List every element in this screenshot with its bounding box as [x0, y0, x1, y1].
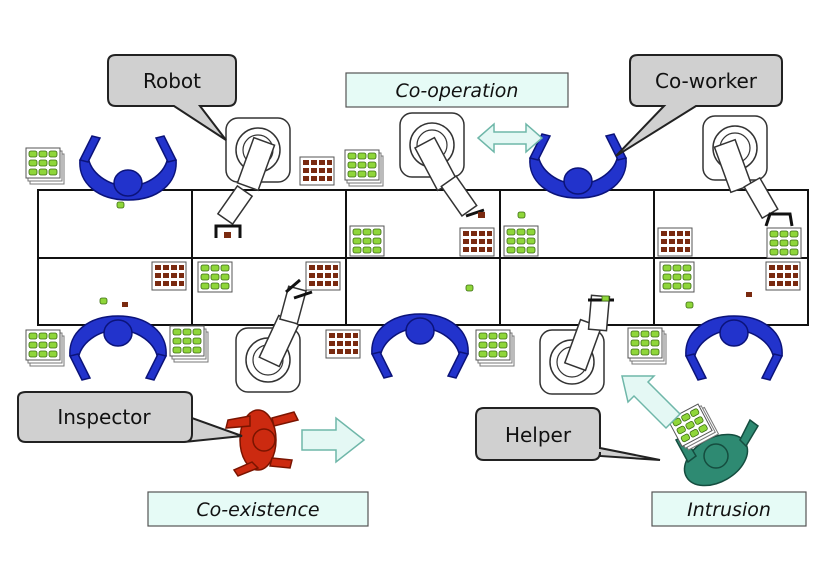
brown-parts-tray [151, 261, 187, 291]
coworker-callout: Co-worker [615, 54, 783, 157]
coworker-label: Co-worker [655, 69, 758, 93]
intrusion-arrow [621, 375, 682, 430]
green-parts-tray [766, 227, 802, 259]
inspector-callout: Inspector [17, 391, 243, 443]
worker-top-left [79, 135, 177, 201]
worker-bottom-middle [371, 313, 469, 379]
cooperation-label: Co-operation [396, 80, 519, 102]
robot-2 [399, 112, 485, 218]
green-parts-tray [170, 326, 208, 362]
robot-5 [539, 294, 614, 395]
helper-figure [668, 402, 759, 487]
worker-bottom-left [69, 315, 167, 381]
helper-callout: Helper [475, 407, 661, 461]
brown-parts-tray [325, 329, 361, 359]
robot-label: Robot [143, 69, 201, 93]
robot-3 [702, 115, 794, 227]
intrusion-box: Intrusion [651, 491, 807, 527]
green-parts-tray [628, 328, 666, 364]
inspector-figure [225, 409, 300, 477]
coexistence-arrow [301, 416, 366, 464]
green-parts-tray [197, 261, 233, 293]
brown-parts-tray [459, 227, 495, 257]
green-parts-tray [476, 330, 514, 366]
robot-4 [235, 278, 313, 393]
brown-parts-tray [299, 156, 335, 186]
worker-bottom-right [685, 315, 783, 381]
helper-label: Helper [505, 423, 572, 447]
robot-1 [214, 117, 291, 238]
worktable-grid [37, 189, 809, 326]
cooperation-box: Co-operation [345, 72, 569, 108]
coworker [529, 133, 627, 199]
robot-callout: Robot [107, 54, 237, 141]
green-parts-tray [345, 150, 383, 186]
intrusion-label: Intrusion [687, 499, 771, 521]
brown-parts-tray [765, 261, 801, 291]
green-parts-tray [26, 330, 64, 366]
brown-parts-tray [305, 261, 341, 291]
cooperation-arrow [476, 122, 544, 154]
inspector-label: Inspector [57, 405, 151, 429]
coexistence-label: Co-existence [196, 499, 319, 521]
green-parts-tray [659, 261, 695, 293]
green-parts-tray [349, 225, 385, 257]
coexistence-box: Co-existence [147, 491, 369, 527]
green-parts-tray [26, 148, 64, 184]
green-parts-tray [503, 225, 539, 257]
held-parts [99, 201, 752, 309]
brown-parts-tray [657, 227, 693, 257]
